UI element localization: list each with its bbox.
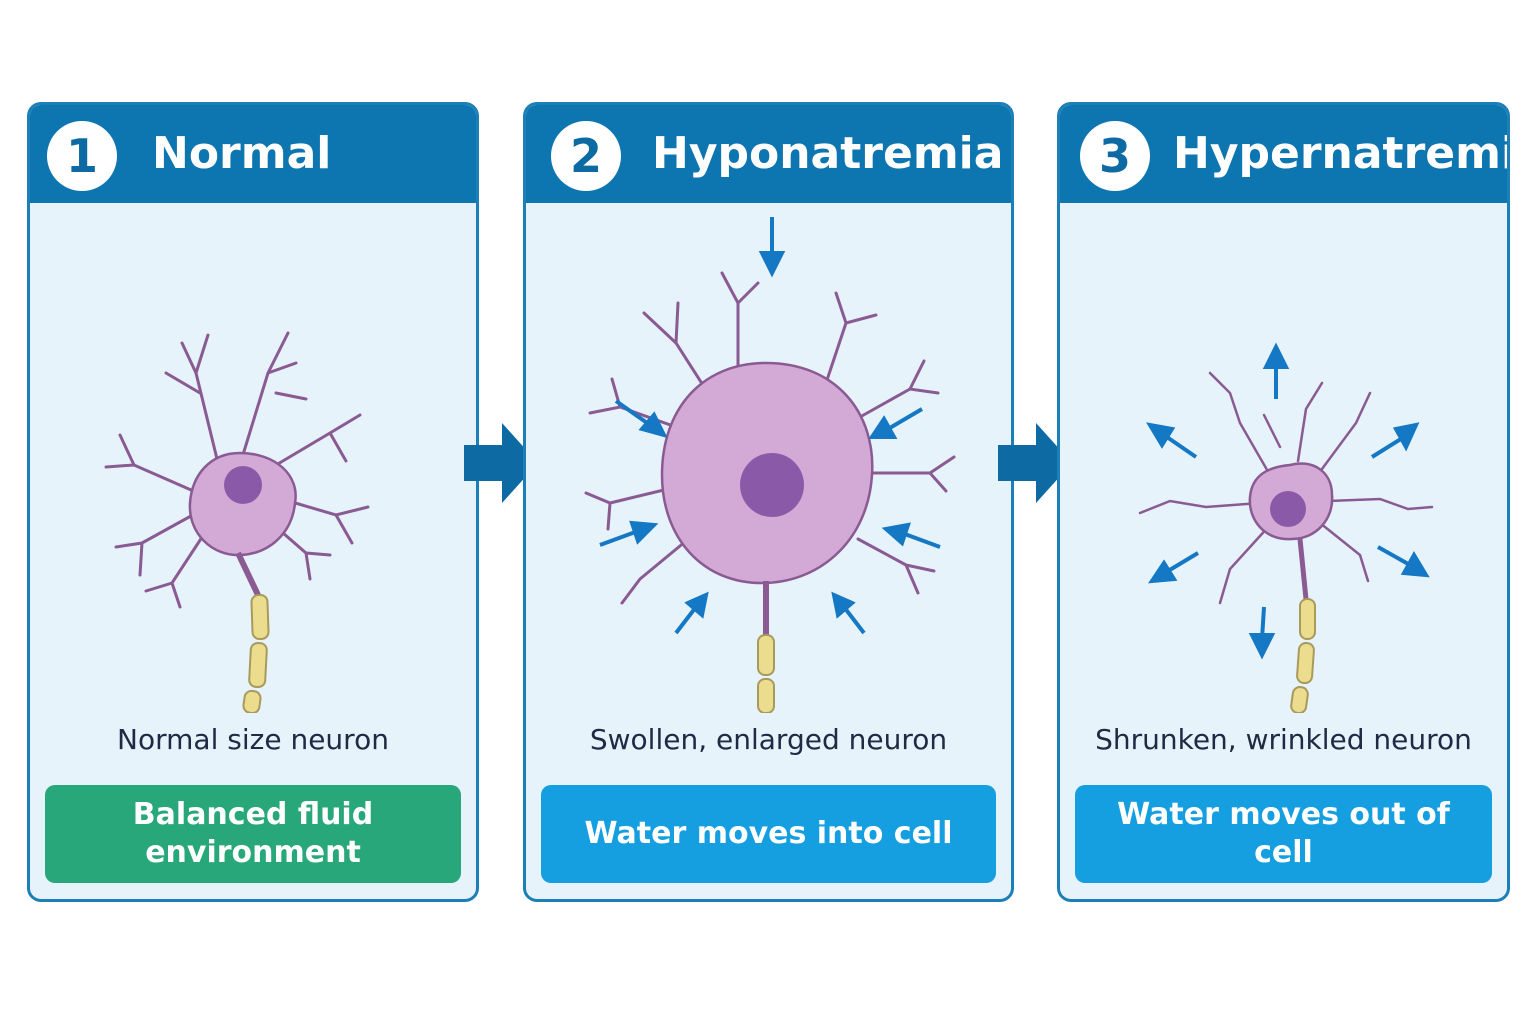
panel-title: Hyponatremia — [652, 128, 1004, 179]
status-box-water-out: Water moves out of cell — [1075, 785, 1492, 883]
shrunken-neuron-illustration — [1138, 342, 1434, 713]
step-number-badge: 1 — [47, 121, 117, 191]
step-number-badge: 3 — [1080, 121, 1150, 191]
axon-myelin — [757, 634, 775, 713]
water-inflow-arrow-icon — [599, 217, 941, 635]
axon-hillock — [1297, 538, 1309, 600]
neuron-cell-body — [188, 451, 297, 557]
axon-myelin — [1290, 598, 1316, 713]
panel-title: Hypernatremia — [1173, 128, 1510, 179]
panel-normal: 1 Normal — [27, 102, 479, 902]
nucleus — [1270, 491, 1306, 527]
neuron-dendrites — [584, 271, 956, 605]
panel-title: Normal — [152, 128, 332, 179]
status-box-water-in: Water moves into cell — [541, 785, 996, 883]
step-number-badge: 2 — [551, 121, 621, 191]
panel-header: 3 Hypernatremia — [1060, 105, 1507, 203]
neuron-dendrites — [1138, 371, 1434, 605]
neuron-cell-body — [1248, 462, 1334, 541]
step-arrow-icon — [464, 423, 538, 503]
water-outflow-arrow-icon — [1146, 342, 1430, 660]
neuron-cell-body — [660, 361, 874, 585]
nucleus — [740, 453, 804, 517]
neuron-caption: Shrunken, wrinkled neuron — [1095, 723, 1472, 756]
swollen-neuron-illustration — [584, 217, 956, 713]
panel-hyponatremia: 2 Hyponatremia — [523, 102, 1014, 902]
panel-header: 2 Hyponatremia — [526, 105, 1011, 203]
nucleus — [224, 466, 262, 504]
panel-header: 1 Normal — [30, 105, 476, 203]
neuron-caption: Swollen, enlarged neuron — [589, 723, 948, 756]
normal-neuron-illustration — [104, 331, 370, 713]
status-box-balanced: Balanced fluid environment — [45, 785, 461, 883]
axon-hillock — [235, 551, 261, 597]
neuron-caption: Normal size neuron — [117, 723, 389, 756]
step-arrow-icon — [998, 423, 1072, 503]
axon-myelin — [242, 593, 270, 713]
panel-hypernatremia: 3 Hypernatremia — [1057, 102, 1510, 902]
